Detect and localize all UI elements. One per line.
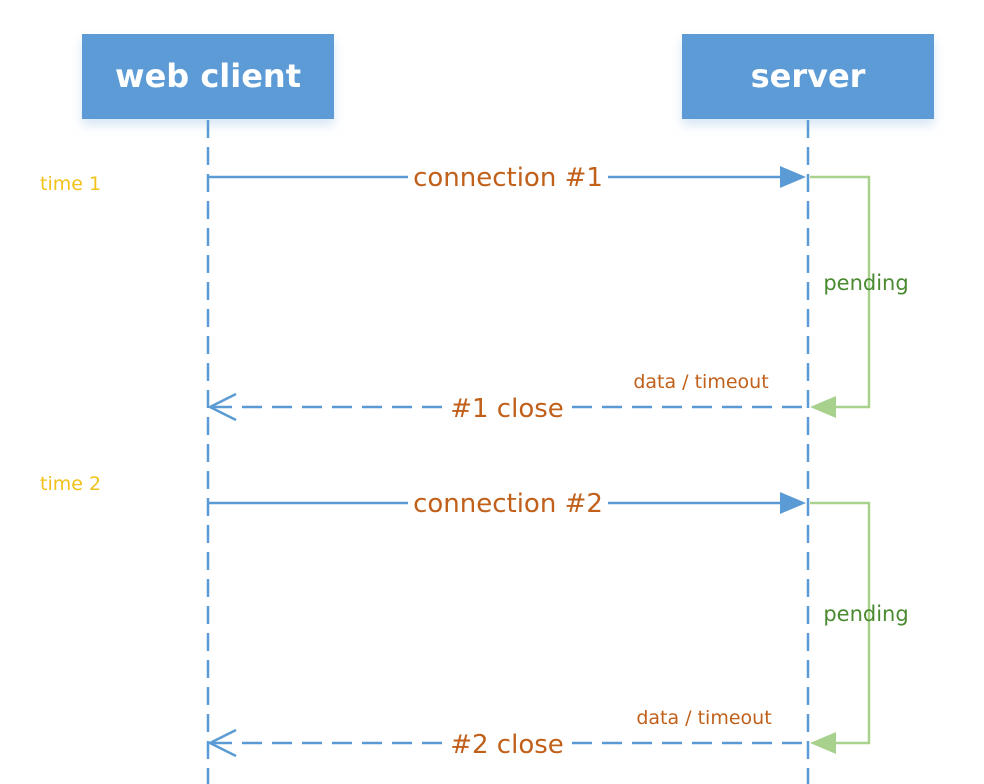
pending-bracket-1 bbox=[810, 175, 871, 409]
response-note-1: data / timeout bbox=[633, 371, 768, 393]
server-box bbox=[682, 34, 934, 119]
phase-2: connection #2 pending #2 close data / ti… bbox=[207, 486, 909, 760]
request-label-2: connection #2 bbox=[413, 489, 603, 519]
pending-arrowhead-2 bbox=[810, 732, 836, 754]
pending-bracket-2 bbox=[810, 501, 871, 745]
client-label: web client bbox=[115, 57, 301, 95]
pending-arrowhead-1 bbox=[810, 396, 836, 418]
phase-1: connection #1 pending #1 close data / ti… bbox=[207, 160, 909, 424]
time-label-1: time 1 bbox=[40, 173, 101, 195]
time-label-2: time 2 bbox=[40, 473, 101, 495]
server-actor: server bbox=[682, 34, 934, 119]
response-note-2: data / timeout bbox=[636, 707, 771, 729]
close-label-bg-2 bbox=[448, 726, 566, 760]
close-arrowhead-2 bbox=[207, 728, 237, 758]
close-label-bg-1 bbox=[448, 390, 566, 424]
request-arrowhead-2 bbox=[780, 492, 806, 514]
request-arrowhead-1 bbox=[780, 166, 806, 188]
client-actor: web client bbox=[82, 34, 334, 119]
pending-label-1: pending bbox=[823, 271, 908, 295]
request-label-bg-1 bbox=[408, 160, 608, 194]
close-label-2: #2 close bbox=[450, 730, 564, 760]
close-arrowhead-1 bbox=[207, 392, 237, 422]
close-label-1: #1 close bbox=[450, 394, 564, 424]
request-label-1: connection #1 bbox=[413, 163, 603, 193]
server-label: server bbox=[751, 57, 866, 95]
client-box bbox=[82, 34, 334, 119]
pending-label-2: pending bbox=[823, 602, 908, 626]
request-label-bg-2 bbox=[408, 486, 608, 520]
